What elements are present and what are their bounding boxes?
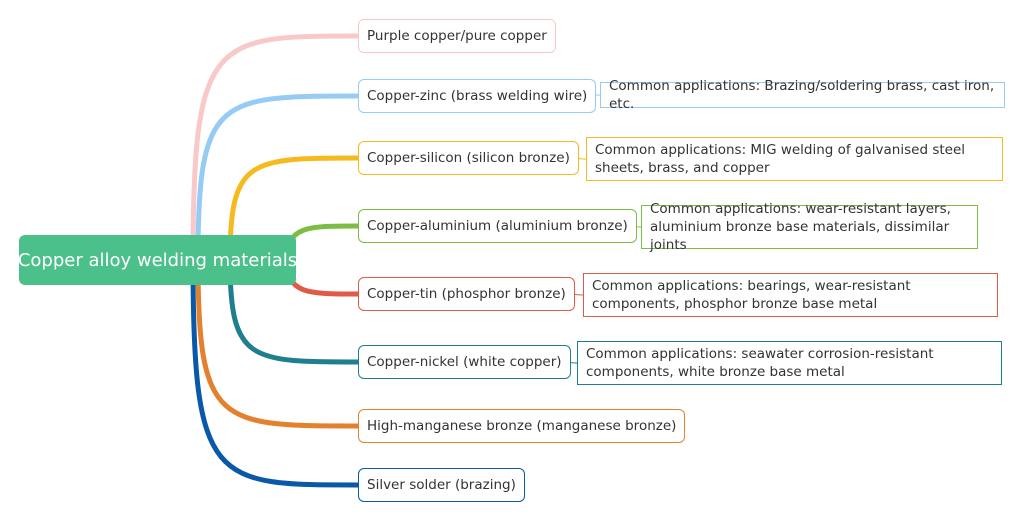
application-copper-tin[interactable]: Common applications: bearings, wear-resi… (583, 273, 998, 317)
branch-copper-tin[interactable]: Copper-tin (phosphor bronze) (358, 277, 575, 311)
root-topic[interactable]: Copper alloy welding materials (18, 235, 297, 285)
branch-connector (227, 257, 361, 365)
branch-connector (190, 33, 361, 263)
branch-copper-aluminium[interactable]: Copper-aluminium (aluminium bronze) (358, 209, 637, 243)
application-copper-nickel[interactable]: Common applications: seawater corrosion-… (577, 341, 1002, 385)
branch-connector (227, 155, 361, 263)
branch-connector (195, 257, 361, 429)
application-copper-aluminium[interactable]: Common applications: wear-resistant laye… (641, 201, 978, 253)
branch-connector (190, 257, 361, 488)
branch-silver-solder[interactable]: Silver solder (brazing) (358, 468, 525, 502)
application-copper-silicon[interactable]: Common applications: MIG welding of galv… (586, 137, 1003, 181)
branch-pure-copper[interactable]: Purple copper/pure copper (358, 19, 556, 53)
branch-connector (195, 93, 361, 263)
branch-connector (284, 257, 361, 297)
branch-connector (284, 223, 361, 263)
branch-copper-silicon[interactable]: Copper-silicon (silicon bronze) (358, 141, 579, 175)
branch-copper-nickel[interactable]: Copper-nickel (white copper) (358, 345, 571, 379)
branch-manganese-bronze[interactable]: High-manganese bronze (manganese bronze) (358, 409, 686, 443)
application-copper-zinc[interactable]: Common applications: Brazing/soldering b… (600, 78, 1005, 112)
branch-copper-zinc[interactable]: Copper-zinc (brass welding wire) (358, 79, 597, 113)
